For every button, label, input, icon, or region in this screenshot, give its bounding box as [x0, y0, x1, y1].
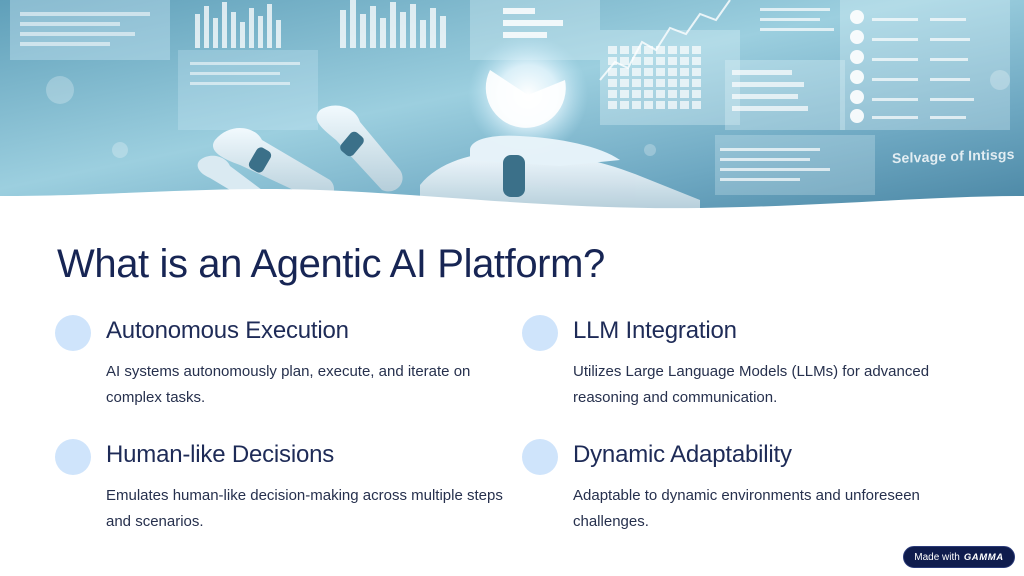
circle-bullet-icon [55, 315, 91, 351]
circle-bullet-icon [55, 439, 91, 475]
circle-bullet-icon [522, 315, 558, 351]
made-with-gamma-badge[interactable]: Made with GAMMA [903, 546, 1015, 568]
hero-image: Selvage of Intisgs [0, 0, 1024, 210]
feature-description: Emulates human-like decision-making acro… [106, 487, 503, 530]
feature-description: Adaptable to dynamic environments and un… [573, 487, 920, 530]
feature-description: AI systems autonomously plan, execute, a… [106, 363, 471, 406]
feature-heading: Human-like Decisions [106, 441, 335, 468]
circle-bullet-icon [522, 439, 558, 475]
page-title: What is an Agentic AI Platform? [57, 242, 605, 286]
feature-heading: LLM Integration [573, 317, 737, 344]
feature-description: Utilizes Large Language Models (LLMs) fo… [573, 363, 930, 406]
badge-prefix: Made with [914, 551, 960, 563]
feature-heading: Autonomous Execution [106, 317, 349, 344]
gamma-logo: GAMMA [963, 551, 1004, 563]
robot-hand-hologram-image [0, 0, 1024, 210]
robot-hand [197, 105, 700, 210]
feature-heading: Dynamic Adaptability [573, 441, 792, 468]
